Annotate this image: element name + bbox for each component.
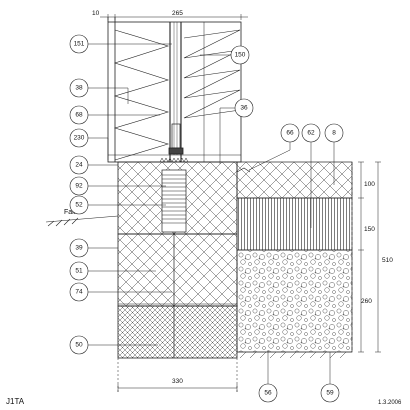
svg-text:230: 230 — [74, 135, 85, 142]
svg-text:52: 52 — [75, 202, 83, 209]
dim-right-total: 510 — [382, 257, 393, 264]
dim-right-3: 260 — [361, 298, 372, 305]
tag-150: 150 — [230, 45, 250, 65]
dim-right-2: 150 — [364, 226, 375, 233]
svg-text:24: 24 — [75, 162, 83, 169]
svg-text:56: 56 — [264, 390, 272, 397]
tag-92: 92 — [69, 176, 89, 196]
drawing-date: 1.3.2006 — [378, 400, 402, 406]
tag-36: 36 — [234, 98, 254, 118]
dim-right-1: 100 — [364, 181, 375, 188]
tag-38: 38 — [69, 78, 89, 98]
foundation-block — [117, 161, 238, 359]
dim-top-right: 265 — [172, 10, 183, 17]
svg-text:8: 8 — [332, 130, 336, 137]
svg-text:36: 36 — [240, 105, 248, 112]
svg-text:151: 151 — [74, 41, 85, 48]
tag-52: 52 — [69, 195, 89, 215]
tag-callouts: 151 150 38 68 230 36 66 62 8 24 92 52 39… — [69, 34, 344, 403]
left-ground — [45, 215, 119, 227]
tag-50: 50 — [69, 335, 89, 355]
level-label: Fall — [64, 209, 76, 216]
ground-layers — [236, 161, 353, 359]
tag-151: 151 — [69, 34, 89, 54]
tag-62: 62 — [301, 123, 321, 143]
tag-74: 74 — [69, 282, 89, 302]
svg-text:68: 68 — [75, 112, 83, 119]
svg-text:62: 62 — [307, 130, 315, 137]
svg-text:38: 38 — [75, 85, 83, 92]
tag-66: 66 — [280, 123, 300, 143]
dim-bottom: 330 — [172, 378, 183, 385]
tag-230: 230 — [69, 128, 89, 148]
svg-text:50: 50 — [75, 342, 83, 349]
svg-text:74: 74 — [75, 289, 83, 296]
svg-text:51: 51 — [75, 268, 83, 275]
tag-59: 59 — [320, 383, 340, 403]
svg-text:66: 66 — [286, 130, 294, 137]
tag-68: 68 — [69, 105, 89, 125]
svg-text:59: 59 — [326, 390, 334, 397]
svg-text:150: 150 — [235, 52, 246, 59]
drawing-id: J1TA — [6, 397, 25, 406]
dim-top-left: 10 — [92, 10, 100, 17]
tag-56: 56 — [258, 383, 278, 403]
dimension-lines — [100, 14, 381, 392]
tag-24: 24 — [69, 155, 89, 175]
tag-51: 51 — [69, 261, 89, 281]
tag-39: 39 — [69, 238, 89, 258]
svg-text:39: 39 — [75, 245, 83, 252]
tag-8: 8 — [324, 123, 344, 143]
svg-text:92: 92 — [75, 183, 83, 190]
